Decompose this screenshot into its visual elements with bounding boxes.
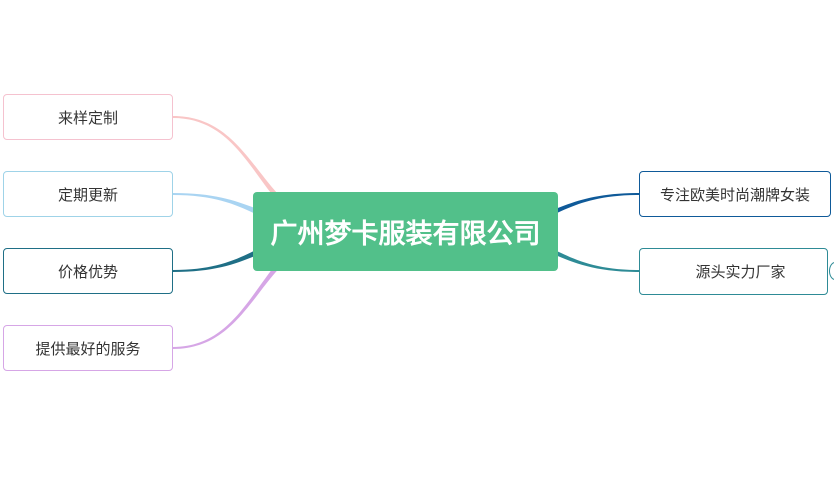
branch-label: 源头实力厂家 — [695, 263, 786, 281]
root-topic-label: 广州梦卡服装有限公司 — [270, 219, 541, 250]
collapse-toggle-icon[interactable] — [829, 262, 834, 280]
connector-left-0 — [173, 116, 346, 237]
branch-node-custom-samples[interactable]: 来样定制 — [3, 94, 173, 140]
branch-label: 价格优势 — [57, 262, 118, 281]
branch-node-price-advantage[interactable]: 价格优势 — [3, 248, 173, 294]
branch-label: 定期更新 — [57, 185, 118, 204]
branch-node-best-service[interactable]: 提供最好的服务 — [3, 325, 173, 371]
branch-node-source-factory[interactable]: 源头实力厂家 — [639, 248, 828, 295]
root-topic-node[interactable]: 广州梦卡服装有限公司 — [253, 192, 558, 271]
connector-left-3 — [173, 226, 346, 349]
branch-label: 来样定制 — [57, 108, 118, 127]
branch-node-regular-updates[interactable]: 定期更新 — [3, 171, 173, 217]
branch-label: 提供最好的服务 — [35, 339, 141, 358]
branch-node-fashion-focus[interactable]: 专注欧美时尚潮牌女装 — [639, 171, 831, 217]
branch-label: 专注欧美时尚潮牌女装 — [659, 185, 810, 204]
